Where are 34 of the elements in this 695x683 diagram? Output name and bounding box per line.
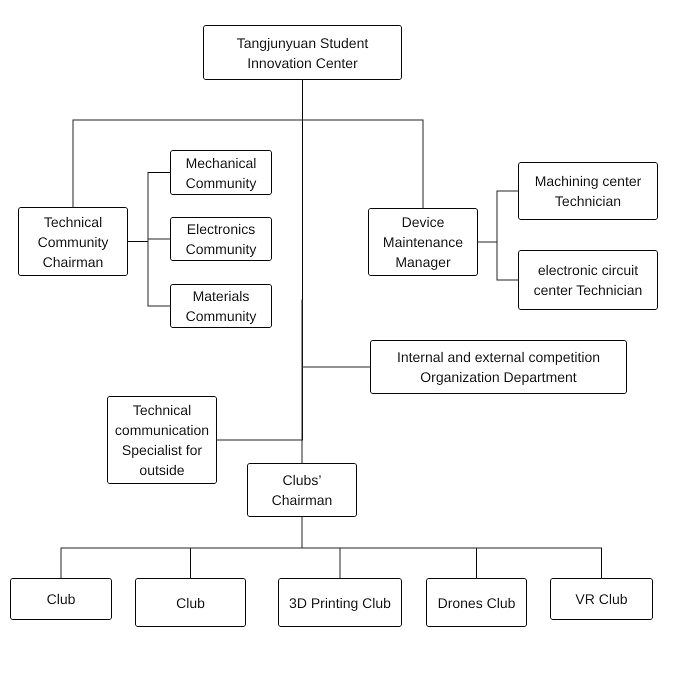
org-box	[518, 250, 658, 310]
box-label: 3D Printing Club	[289, 594, 391, 612]
org-box	[278, 578, 402, 627]
connector-line	[478, 242, 518, 280]
org-box	[518, 162, 658, 220]
box-label: Tangjunyuan Student Innovation Center	[236, 34, 370, 72]
box-label: Technical communication Specialist for outside	[114, 401, 210, 480]
box-label: Internal and external competition Organization Department	[396, 348, 602, 387]
box-label: Mechanical Community	[184, 154, 258, 192]
box-label: Electronics Community	[184, 220, 258, 259]
org-box	[107, 396, 217, 484]
org-box	[170, 217, 272, 261]
org-box	[247, 463, 357, 517]
org-box	[203, 25, 402, 80]
org-box	[18, 207, 128, 276]
box-label: Machining center Technician	[534, 172, 642, 211]
box-label: VR Club	[575, 590, 628, 609]
box-label: Device Maintenance Manager	[382, 213, 464, 272]
box-label: Technical Community Chairman	[36, 212, 110, 272]
box-label: Drones Club	[438, 594, 516, 612]
box-label: electronic circuit center Technician	[532, 261, 644, 300]
org-box	[10, 578, 112, 620]
org-box	[370, 340, 627, 394]
org-box	[368, 208, 478, 276]
box-label: Materials Community	[184, 287, 258, 326]
org-box	[426, 578, 527, 627]
org-box	[170, 284, 272, 328]
box-label: Club	[46, 590, 76, 609]
org-box	[170, 150, 272, 195]
org-box	[135, 578, 246, 627]
org-box	[550, 578, 653, 620]
connector-line	[128, 241, 170, 306]
box-label: Clubs’ Chairman	[270, 471, 334, 510]
box-label: Club	[176, 594, 205, 612]
